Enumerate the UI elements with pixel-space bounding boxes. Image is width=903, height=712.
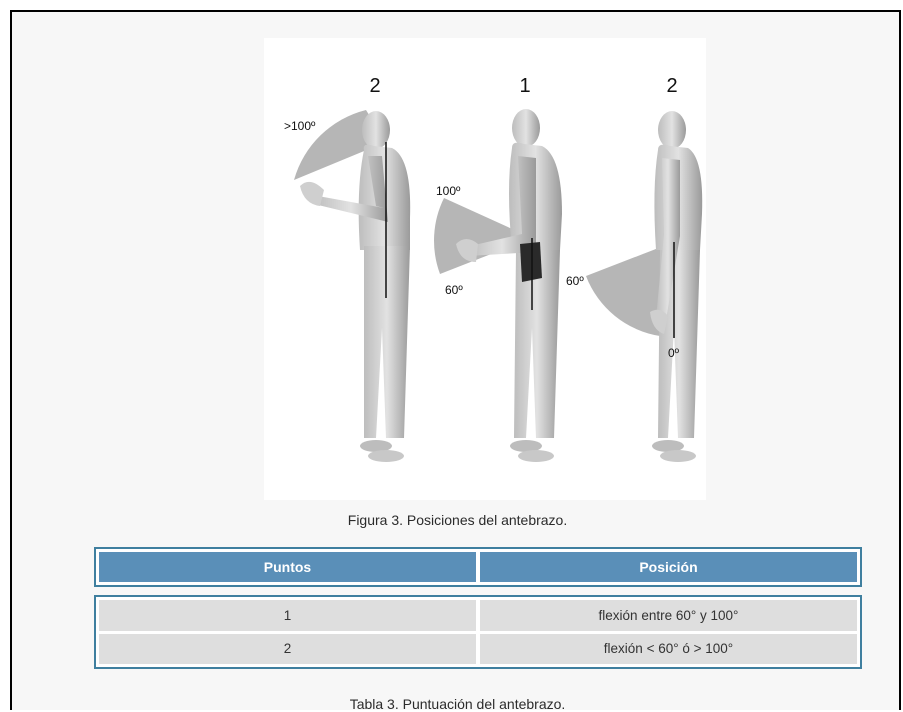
- score-label-3: 2: [666, 75, 677, 97]
- cell-position: flexión entre 60° y 100°: [480, 600, 857, 631]
- angle-label-100: 100º: [436, 184, 461, 198]
- forearm-positions-figure: 2 1 2 >100º 100º 60º 60º 0º: [264, 38, 706, 500]
- header-puntos: Puntos: [99, 552, 476, 582]
- cell-points: 2: [99, 634, 476, 665]
- table-row: 2 flexión < 60° ó > 100°: [99, 634, 857, 665]
- cell-position: flexión < 60° ó > 100°: [480, 634, 857, 665]
- cell-points: 1: [99, 600, 476, 631]
- header-posicion: Posición: [480, 552, 857, 582]
- angle-label-60-b: 60º: [566, 274, 584, 288]
- table-header: Puntos Posición: [94, 547, 862, 587]
- score-label-2: 1: [519, 75, 530, 97]
- table-body: 1 flexión entre 60° y 100° 2 flexión < 6…: [94, 595, 862, 669]
- score-label-1: 2: [369, 75, 380, 97]
- figure-caption: Figura 3. Posiciones del antebrazo.: [12, 512, 903, 528]
- table-row: 1 flexión entre 60° y 100°: [99, 600, 857, 631]
- table-caption: Tabla 3. Puntuación del antebrazo.: [12, 696, 903, 712]
- human-figure-2: [456, 109, 562, 462]
- angle-label-60-a: 60º: [445, 283, 463, 297]
- angle-label-0: 0º: [668, 346, 680, 360]
- angle-label-gt100: >100º: [284, 119, 316, 133]
- document-page: 2 1 2 >100º 100º 60º 60º 0º Figura 3. Po…: [10, 10, 901, 710]
